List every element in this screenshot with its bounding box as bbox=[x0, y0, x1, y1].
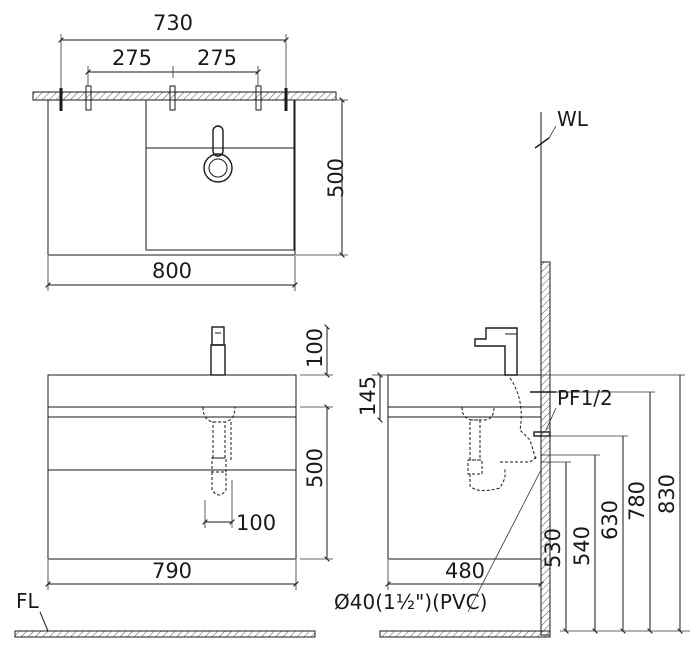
top-wall bbox=[32, 91, 337, 101]
front-cabinet bbox=[47, 406, 297, 560]
floor-line-label: FL bbox=[16, 589, 40, 613]
dim-top-depth: 500 bbox=[324, 158, 348, 198]
side-wall bbox=[540, 261, 551, 636]
dim-side-h630: 630 bbox=[598, 500, 622, 540]
supply-label: PF1/2 bbox=[557, 386, 613, 410]
front-basin-top bbox=[47, 374, 297, 408]
side-basin bbox=[387, 374, 542, 408]
dim-top-width: 730 bbox=[153, 11, 193, 35]
top-view: 730 275 275 500 800 bbox=[32, 11, 348, 291]
top-basin-counter bbox=[145, 99, 295, 149]
side-faucet-icon bbox=[474, 327, 518, 376]
dim-side-h530: 530 bbox=[541, 528, 565, 568]
top-cabinet-outline bbox=[47, 99, 296, 256]
top-faucet-icon bbox=[203, 125, 233, 183]
dim-top-spacing-right: 275 bbox=[197, 46, 237, 70]
dim-side-top: 145 bbox=[356, 376, 380, 416]
front-floor bbox=[14, 630, 316, 638]
side-view: WL PF1/2 145 480 bbox=[334, 107, 690, 638]
side-floor bbox=[379, 630, 551, 638]
dim-top-overall: 800 bbox=[152, 259, 192, 283]
dim-side-h780: 780 bbox=[625, 481, 649, 521]
dim-front-drain-offset: 100 bbox=[236, 511, 276, 535]
front-faucet-icon bbox=[210, 326, 226, 376]
dim-front-width: 790 bbox=[152, 559, 192, 583]
front-view: 100 500 100 790 FL bbox=[14, 324, 333, 638]
dim-front-faucet: 100 bbox=[303, 328, 327, 368]
dim-top-spacing-left: 275 bbox=[112, 46, 152, 70]
drain-pipe-label: Ø40(1½")(PVC) bbox=[334, 590, 487, 614]
top-mounting-brackets bbox=[59, 85, 288, 111]
water-line-label: WL bbox=[557, 107, 589, 131]
dim-side-depth: 480 bbox=[445, 559, 485, 583]
side-drain-trap bbox=[461, 377, 539, 492]
dim-front-body: 500 bbox=[303, 448, 327, 488]
side-cabinet bbox=[387, 406, 542, 560]
front-drain-trap bbox=[202, 406, 236, 496]
dim-side-h830: 830 bbox=[655, 474, 679, 514]
dim-side-h540: 540 bbox=[570, 526, 594, 566]
top-basin-bowl bbox=[145, 147, 295, 251]
